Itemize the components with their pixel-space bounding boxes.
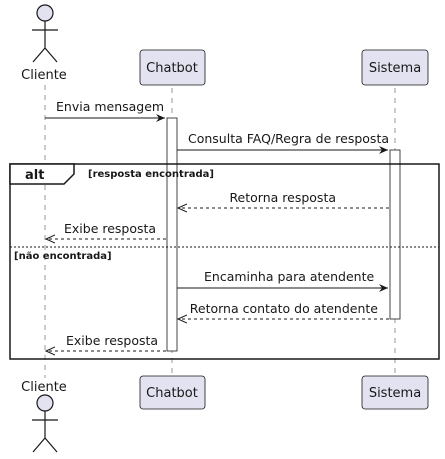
participant-label-cliente-bottom: Cliente: [21, 380, 67, 395]
participant-label-sistema-top: Sistema: [369, 61, 421, 76]
alt-guard-2: [não encontrada]: [14, 251, 112, 262]
message-label-1: Envia mensagem: [56, 99, 164, 114]
activation-sistema: [389, 149, 401, 320]
message-label-5: Encaminha para atendente: [204, 269, 374, 284]
actor-head-icon: [36, 394, 54, 412]
message-label-7: Exibe resposta: [66, 333, 158, 348]
actor-cliente-bottom: [32, 394, 58, 453]
participant-label-cliente-top: Cliente: [21, 68, 67, 83]
message-label-4: Exibe resposta: [64, 221, 156, 236]
message-label-2: Consulta FAQ/Regra de resposta: [188, 131, 389, 146]
participant-box-chatbot-bottom: [139, 375, 206, 410]
participant-label-chatbot-top: Chatbot: [146, 61, 198, 76]
alt-tab: [9, 163, 75, 185]
alt-keyword: alt: [25, 168, 44, 183]
actor-cliente-top: [32, 4, 58, 63]
participant-label-sistema-bottom: Sistema: [369, 386, 421, 401]
alt-fragment: [9, 163, 440, 360]
participant-box-sistema-top: [361, 49, 429, 86]
participant-label-chatbot-bottom: Chatbot: [146, 386, 198, 401]
message-label-6: Retorna contato do atendente: [190, 301, 379, 316]
participant-box-sistema-bottom: [361, 375, 429, 410]
activation-chatbot: [166, 117, 178, 352]
alt-guard-1: [resposta encontrada]: [88, 169, 214, 180]
participant-box-chatbot-top: [139, 49, 206, 86]
actor-head-icon: [36, 4, 54, 22]
message-label-3: Retorna resposta: [229, 190, 336, 205]
